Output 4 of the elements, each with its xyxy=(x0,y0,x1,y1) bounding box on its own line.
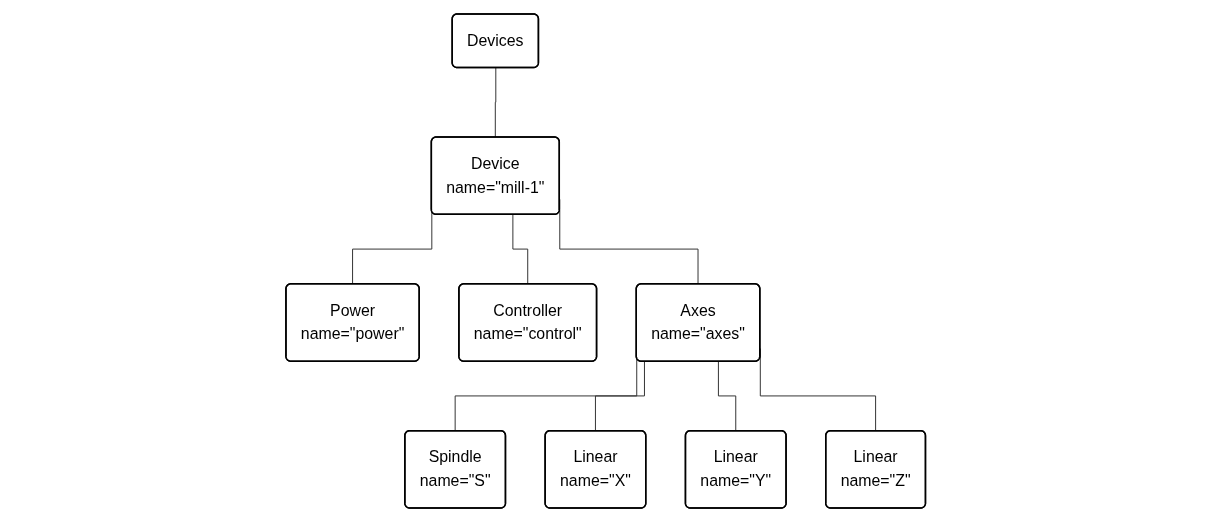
connector xyxy=(495,67,497,138)
connector xyxy=(512,213,529,285)
connector xyxy=(595,360,646,432)
connector xyxy=(718,360,738,432)
